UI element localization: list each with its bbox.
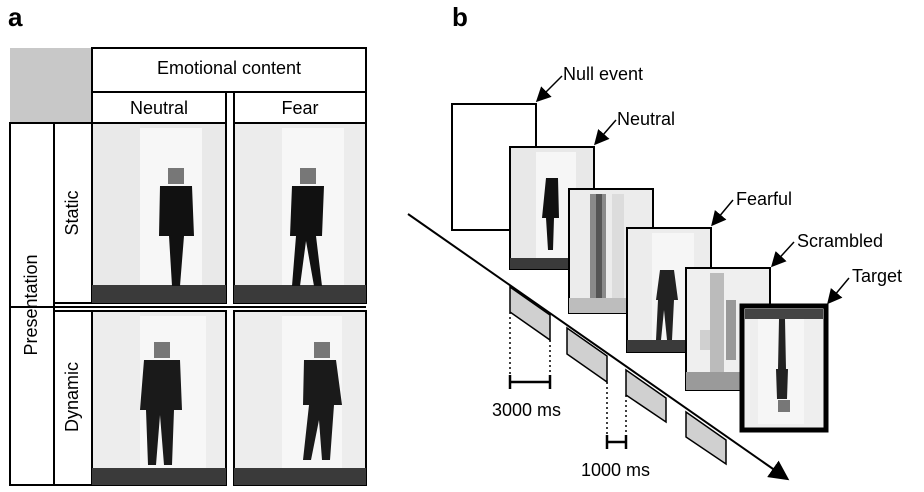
timeline-arrow — [407, 213, 790, 481]
duration-brackets — [508, 375, 628, 449]
presentation-cell — [9, 122, 55, 486]
target-frame — [739, 303, 829, 433]
static-cell — [53, 122, 93, 304]
emotional-content-header: Emotional content — [156, 58, 302, 78]
neutral-column-label: Neutral — [129, 98, 189, 118]
photo-fear-static — [233, 122, 367, 304]
scrambled-event-label: Scrambled — [797, 231, 884, 251]
header-cell — [91, 47, 367, 93]
photo-neutral-static — [91, 122, 227, 304]
panel-b-label: b — [452, 2, 468, 32]
dynamic-cell — [53, 310, 93, 486]
neutral-event-label: Neutral — [617, 109, 676, 129]
duration-1000-label: 1000 ms — [581, 460, 651, 480]
time-blocks — [509, 285, 727, 466]
null-event-label: Null event — [563, 64, 644, 84]
panel-a-label: a — [8, 2, 23, 32]
duration-3000-label: 3000 ms — [492, 400, 562, 420]
fearful-event-label: Fearful — [736, 189, 793, 209]
photo-fear-dynamic — [233, 310, 367, 486]
target-event-label: Target — [852, 266, 903, 286]
corner-cell — [10, 48, 92, 123]
fear-column-label: Fear — [281, 98, 319, 118]
neutral-frame — [509, 146, 595, 270]
neutral-header-cell — [91, 91, 227, 124]
photo-neutral-dynamic — [91, 310, 227, 486]
